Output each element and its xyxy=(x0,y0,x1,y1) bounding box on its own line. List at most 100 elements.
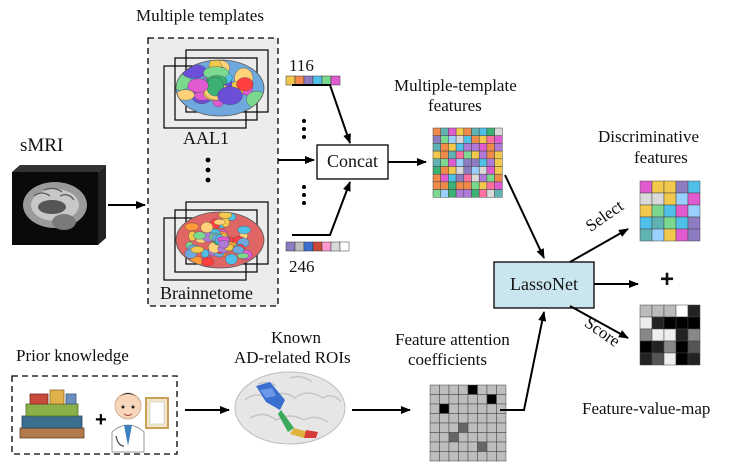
attention-cell xyxy=(448,432,459,443)
attention-cell xyxy=(439,384,450,395)
attention-cell xyxy=(458,384,469,395)
vector-cell xyxy=(312,75,323,86)
attention-cell xyxy=(477,422,488,433)
attention-cell xyxy=(486,403,497,414)
value-cell xyxy=(639,304,653,318)
value-cell xyxy=(663,304,677,318)
attention-cell xyxy=(477,403,488,414)
attention-cell xyxy=(429,394,440,405)
discriminative-cell xyxy=(639,192,653,206)
attention-cell xyxy=(486,394,497,405)
attention-cell xyxy=(448,451,459,462)
feature-cell xyxy=(463,158,472,167)
feature-cell xyxy=(494,135,503,144)
feature-cell xyxy=(432,143,441,152)
attention-cell xyxy=(477,384,488,395)
attention-cell xyxy=(458,441,469,452)
attention-cell xyxy=(496,413,507,424)
aal1-feature-vector xyxy=(285,75,341,86)
attention-cell xyxy=(448,394,459,405)
feature-cell xyxy=(432,189,441,198)
value-cell xyxy=(675,304,689,318)
value-cell xyxy=(663,340,677,354)
attention-cell xyxy=(467,451,478,462)
attention-cell xyxy=(496,422,507,433)
value-cell xyxy=(687,340,701,354)
attention-cell xyxy=(448,384,459,395)
feature-cell xyxy=(471,143,480,152)
attention-cell xyxy=(439,441,450,452)
attention-cell xyxy=(458,413,469,424)
feature-cell xyxy=(471,158,480,167)
attention-cell xyxy=(496,441,507,452)
value-cell xyxy=(651,340,665,354)
feature-cell xyxy=(478,189,488,198)
feature-cell xyxy=(486,173,495,183)
attention-cell xyxy=(439,403,450,414)
vector-cell xyxy=(303,75,314,86)
feature-cell xyxy=(494,173,503,183)
vector-cell xyxy=(339,241,350,252)
discriminative-cell xyxy=(651,192,665,206)
feature-cell xyxy=(455,189,465,198)
discriminative-cell xyxy=(663,228,677,242)
lassonet-box xyxy=(493,261,595,309)
aal1-label: AAL1 xyxy=(183,128,229,148)
value-cell xyxy=(675,352,689,366)
feature-cell xyxy=(471,135,480,144)
value-cell xyxy=(663,316,677,330)
feature-cell xyxy=(478,181,488,190)
attention-cell xyxy=(429,451,440,462)
feature-cell xyxy=(432,166,441,175)
discriminative-cell xyxy=(675,216,689,230)
attention-cell xyxy=(448,403,459,414)
feature-cell xyxy=(448,173,457,183)
discriminative-cell xyxy=(663,204,677,218)
discriminative-cell xyxy=(687,216,701,230)
attention-cell xyxy=(467,384,478,395)
feature-cell xyxy=(432,127,441,136)
attention-cell xyxy=(477,441,488,452)
attention-cell xyxy=(467,394,478,405)
lassonet-label: LassoNet xyxy=(510,274,578,294)
feature-cell xyxy=(455,181,465,190)
discriminative-cell xyxy=(663,216,677,230)
feature-cell xyxy=(463,127,472,136)
attention-cell xyxy=(458,394,469,405)
feature-cell xyxy=(486,181,495,190)
brain-atlas-aal1-icon xyxy=(175,59,265,117)
attention-label-line2: coefficients xyxy=(408,350,487,369)
template-ellipsis xyxy=(205,157,211,183)
feature-cell xyxy=(440,173,449,183)
feature-cell xyxy=(455,150,465,160)
plus-sign: + xyxy=(660,266,675,293)
attention-cell xyxy=(458,422,469,433)
value-cell xyxy=(675,340,689,354)
discriminative-cell xyxy=(639,216,653,230)
feature-cell xyxy=(440,143,449,152)
attention-cell xyxy=(467,403,478,414)
feature-cell xyxy=(448,143,457,152)
feature-cell xyxy=(478,150,488,160)
discriminative-cell xyxy=(663,180,677,194)
discriminative-cell xyxy=(675,180,689,194)
attention-cell xyxy=(448,413,459,424)
multiple-template-feature-grid xyxy=(432,127,503,198)
feature-cell xyxy=(463,150,472,160)
feature-cell xyxy=(432,150,441,160)
attention-cell xyxy=(496,451,507,462)
feature-cell xyxy=(471,189,480,198)
attention-cell xyxy=(439,394,450,405)
attention-cell xyxy=(458,432,469,443)
feature-cell xyxy=(486,158,495,167)
vector-cell xyxy=(294,241,305,252)
attention-cell xyxy=(467,422,478,433)
brain-atlas-brainnetome-icon xyxy=(175,211,265,269)
prior-knowledge-label: Prior knowledge xyxy=(16,346,129,365)
feature-cell xyxy=(448,150,457,160)
vector-cell xyxy=(312,241,323,252)
value-cell xyxy=(687,316,701,330)
attention-cell xyxy=(496,394,507,405)
attention-cell xyxy=(429,384,440,395)
vector-cell xyxy=(321,241,332,252)
